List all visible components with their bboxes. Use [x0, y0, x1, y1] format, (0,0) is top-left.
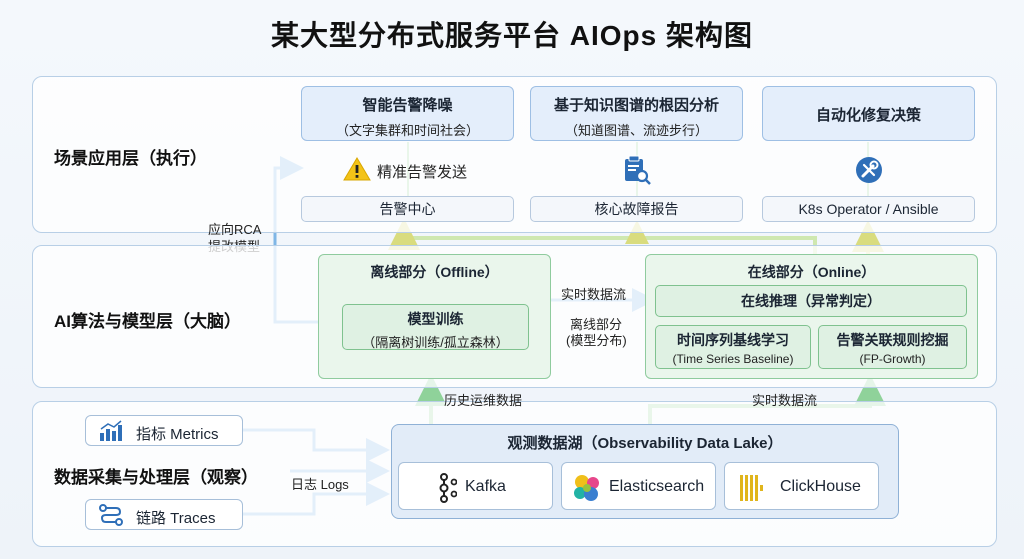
- k8s-box[interactable]: K8s Operator / Ansible: [762, 196, 975, 222]
- wrench-icon: [856, 157, 882, 183]
- alert-denoise-card[interactable]: 智能告警降噪 （文字集群和时间社会）: [301, 86, 514, 141]
- offline-deploy-label-1: 离线部分: [570, 317, 623, 332]
- realtime-data-label: 实时数据流: [752, 393, 818, 408]
- clickhouse-box[interactable]: ClickHouse: [724, 462, 879, 510]
- rule-mining-sub: (FP-Growth): [859, 352, 926, 366]
- kafka-icon: [439, 473, 457, 503]
- rca-card[interactable]: 基于知识图谱的根因分析 （知道图谱、流迹步行）: [530, 86, 743, 141]
- clickhouse-label: ClickHouse: [780, 478, 861, 495]
- alert-denoise-title: 智能告警降噪: [362, 97, 453, 114]
- elasticsearch-icon: [574, 475, 599, 501]
- model-training-box[interactable]: 模型训练 （隔离树训练/孤立森林）: [342, 304, 529, 350]
- page-title: 某大型分布式服务平台 AIOps 架构图: [270, 20, 753, 51]
- ai-layer-label: AI算法与模型层（大脑）: [54, 312, 241, 331]
- rule-mining-box[interactable]: 告警关联规则挖掘 (FP-Growth): [818, 325, 967, 369]
- online-inference-box[interactable]: 在线推理（异常判定）: [655, 285, 967, 317]
- kafka-label: Kafka: [465, 478, 506, 495]
- metrics-source[interactable]: 指标 Metrics: [85, 415, 243, 446]
- traces-label: 链路 Traces: [136, 510, 216, 527]
- alert-denoise-sub: （文字集群和时间社会）: [335, 123, 479, 138]
- traces-source[interactable]: 链路 Traces: [85, 499, 243, 530]
- elasticsearch-box[interactable]: Elasticsearch: [561, 462, 716, 510]
- offline-deploy-label-2: (模型分布): [566, 333, 627, 348]
- rca-sub: （知道图谱、流迹步行）: [564, 123, 708, 138]
- data-layer-label: 数据采集与处理层（观察）: [54, 468, 258, 487]
- model-training-sub: （隔离树训练/孤立森林）: [362, 335, 509, 350]
- history-data-label: 历史运维数据: [444, 393, 523, 408]
- rule-mining-title: 告警关联规则挖掘: [836, 332, 949, 348]
- metrics-label: 指标 Metrics: [136, 426, 219, 443]
- rca-title: 基于知识图谱的根因分析: [553, 97, 719, 114]
- online-inference-label: 在线推理（异常判定）: [741, 293, 881, 309]
- auto-fix-card[interactable]: 自动化修复决策: [762, 86, 975, 141]
- warning-icon: [343, 157, 371, 181]
- kafka-box[interactable]: Kafka: [398, 462, 553, 510]
- elasticsearch-label: Elasticsearch: [609, 478, 705, 495]
- core-report-box[interactable]: 核心故障报告: [530, 196, 743, 222]
- trace-route-icon: [99, 504, 123, 526]
- bar-chart-icon: [100, 420, 122, 441]
- offline-title: 离线部分（Offline）: [370, 264, 499, 280]
- model-training-title: 模型训练: [407, 311, 464, 327]
- rca-feedback-label-1: 应向RCA: [208, 222, 262, 237]
- timeseries-sub: (Time Series Baseline): [672, 352, 794, 366]
- data-lake-title: 观测数据湖（Observability Data Lake）: [507, 435, 783, 452]
- precise-alert-label: 精准告警发送: [377, 164, 468, 181]
- online-title: 在线部分（Online）: [747, 264, 876, 280]
- scene-layer-label: 场景应用层（执行）: [54, 149, 207, 168]
- auto-fix-title: 自动化修复决策: [815, 107, 921, 124]
- report-icon: [625, 155, 651, 185]
- clickhouse-icon: [740, 475, 763, 501]
- alert-center-box[interactable]: 告警中心: [301, 196, 514, 222]
- logs-label: 日志 Logs: [291, 477, 349, 492]
- timeseries-box[interactable]: 时间序列基线学习 (Time Series Baseline): [655, 325, 811, 369]
- timeseries-title: 时间序列基线学习: [677, 332, 789, 348]
- realtime-flow-label: 实时数据流: [561, 287, 627, 302]
